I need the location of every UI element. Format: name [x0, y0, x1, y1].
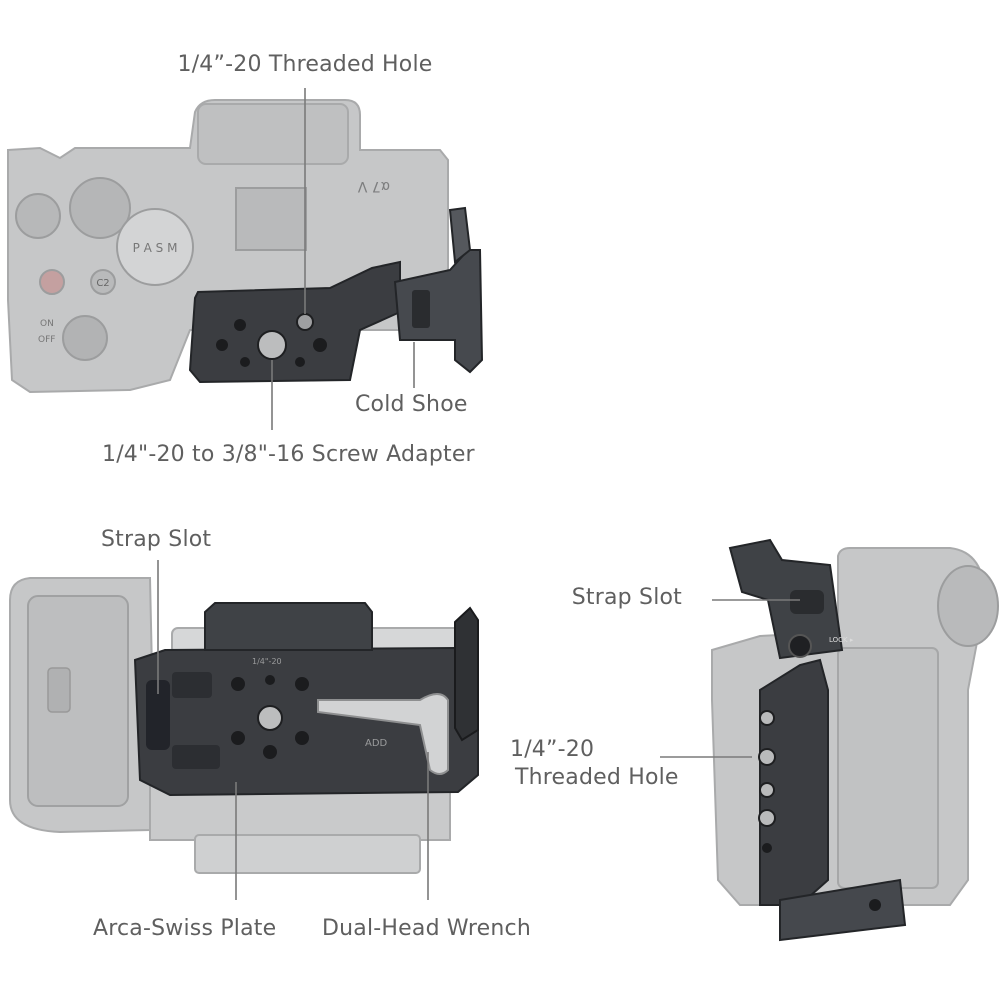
bottom-view-recess — [172, 672, 212, 698]
bottom-view-top-tab — [204, 602, 373, 651]
top-view-shutter-dial — [69, 177, 131, 239]
label-screw-adapter: 1/4"-20 to 3/8"-16 Screw Adapter — [102, 442, 475, 467]
bottom-view-lens-stub — [194, 834, 421, 874]
top-view-cold-shoe-slot — [412, 290, 430, 328]
top-view-power-switch — [62, 315, 108, 361]
label-side-threaded-hole-line2: Threaded Hole — [515, 765, 679, 790]
bottom-view-hole — [265, 675, 275, 685]
on-label: ON — [40, 319, 54, 329]
side-view-strap-slot — [790, 590, 824, 614]
bottom-view-battery-door — [27, 595, 129, 807]
model-label: α7 V — [357, 178, 390, 194]
label-side-threaded-hole-line1: 1/4”-20 — [510, 737, 595, 762]
bottom-view-dual-head-wrench — [317, 693, 449, 775]
bottom-view-screw — [257, 705, 283, 731]
top-view-threaded-hole — [296, 313, 314, 331]
top-view-hole — [240, 357, 250, 367]
side-view-lock-knob — [788, 634, 812, 658]
side-view-threaded-hole — [759, 710, 775, 726]
top-view-hole — [234, 319, 246, 331]
side-view-hole — [869, 899, 881, 911]
top-view-screw-adapter — [257, 330, 287, 360]
bottom-view: ADD 1/4"-20 — [9, 560, 479, 900]
side-view-cage-base — [779, 878, 907, 942]
label-side-strap-slot: Strap Slot — [571, 585, 682, 610]
mode-dial-label: P A S M — [133, 241, 178, 255]
side-view-hole — [762, 843, 772, 853]
bottom-view-strap-slot — [146, 680, 170, 750]
side-view-cage-top — [728, 538, 844, 660]
top-view-viewfinder — [197, 103, 349, 165]
side-view-threaded-hole — [758, 809, 776, 827]
bottom-view-hole — [295, 731, 309, 745]
label-dual-head-wrench: Dual-Head Wrench — [322, 916, 531, 941]
bottom-view-hole — [231, 731, 245, 745]
side-view-threaded-hole — [758, 748, 776, 766]
label-cold-shoe: Cold Shoe — [355, 392, 468, 417]
side-view-eyecup — [937, 565, 999, 647]
top-view-hole — [295, 357, 305, 367]
side-view-lcd-panel — [837, 647, 939, 889]
label-arca-swiss-plate: Arca-Swiss Plate — [93, 916, 277, 941]
top-view-record-button — [39, 269, 65, 295]
top-view-side-clamp — [448, 206, 472, 264]
bottom-view-hole — [231, 677, 245, 691]
bottom-view-hole — [263, 745, 277, 759]
side-view-lock-label: LOCK ▸ — [829, 636, 854, 644]
top-view-c2-button — [90, 269, 116, 295]
plate-mark-label: 1/4"-20 — [252, 657, 282, 666]
c2-button-label: C2 — [96, 278, 109, 289]
bottom-view-hole — [295, 677, 309, 691]
side-view: LOCK ▸ — [660, 538, 999, 942]
off-label: OFF — [38, 335, 55, 345]
top-view: P A S M C2 ON OFF α7 V — [7, 88, 484, 430]
label-bottom-strap-slot: Strap Slot — [101, 527, 212, 552]
label-top-threaded-hole: 1/4”-20 Threaded Hole — [177, 52, 433, 77]
top-view-mode-dial — [116, 208, 194, 286]
top-view-hotshoe-base — [235, 187, 307, 251]
top-view-hole — [216, 339, 228, 351]
bottom-view-clamp — [454, 606, 479, 742]
top-view-hole — [313, 338, 327, 352]
side-view-cage-upright — [759, 658, 829, 906]
bottom-view-recess — [172, 745, 220, 769]
top-view-front-dial — [15, 193, 61, 239]
wrench-mark-label: ADD — [365, 738, 388, 749]
side-view-threaded-hole — [759, 782, 775, 798]
bottom-view-latch — [47, 667, 71, 713]
